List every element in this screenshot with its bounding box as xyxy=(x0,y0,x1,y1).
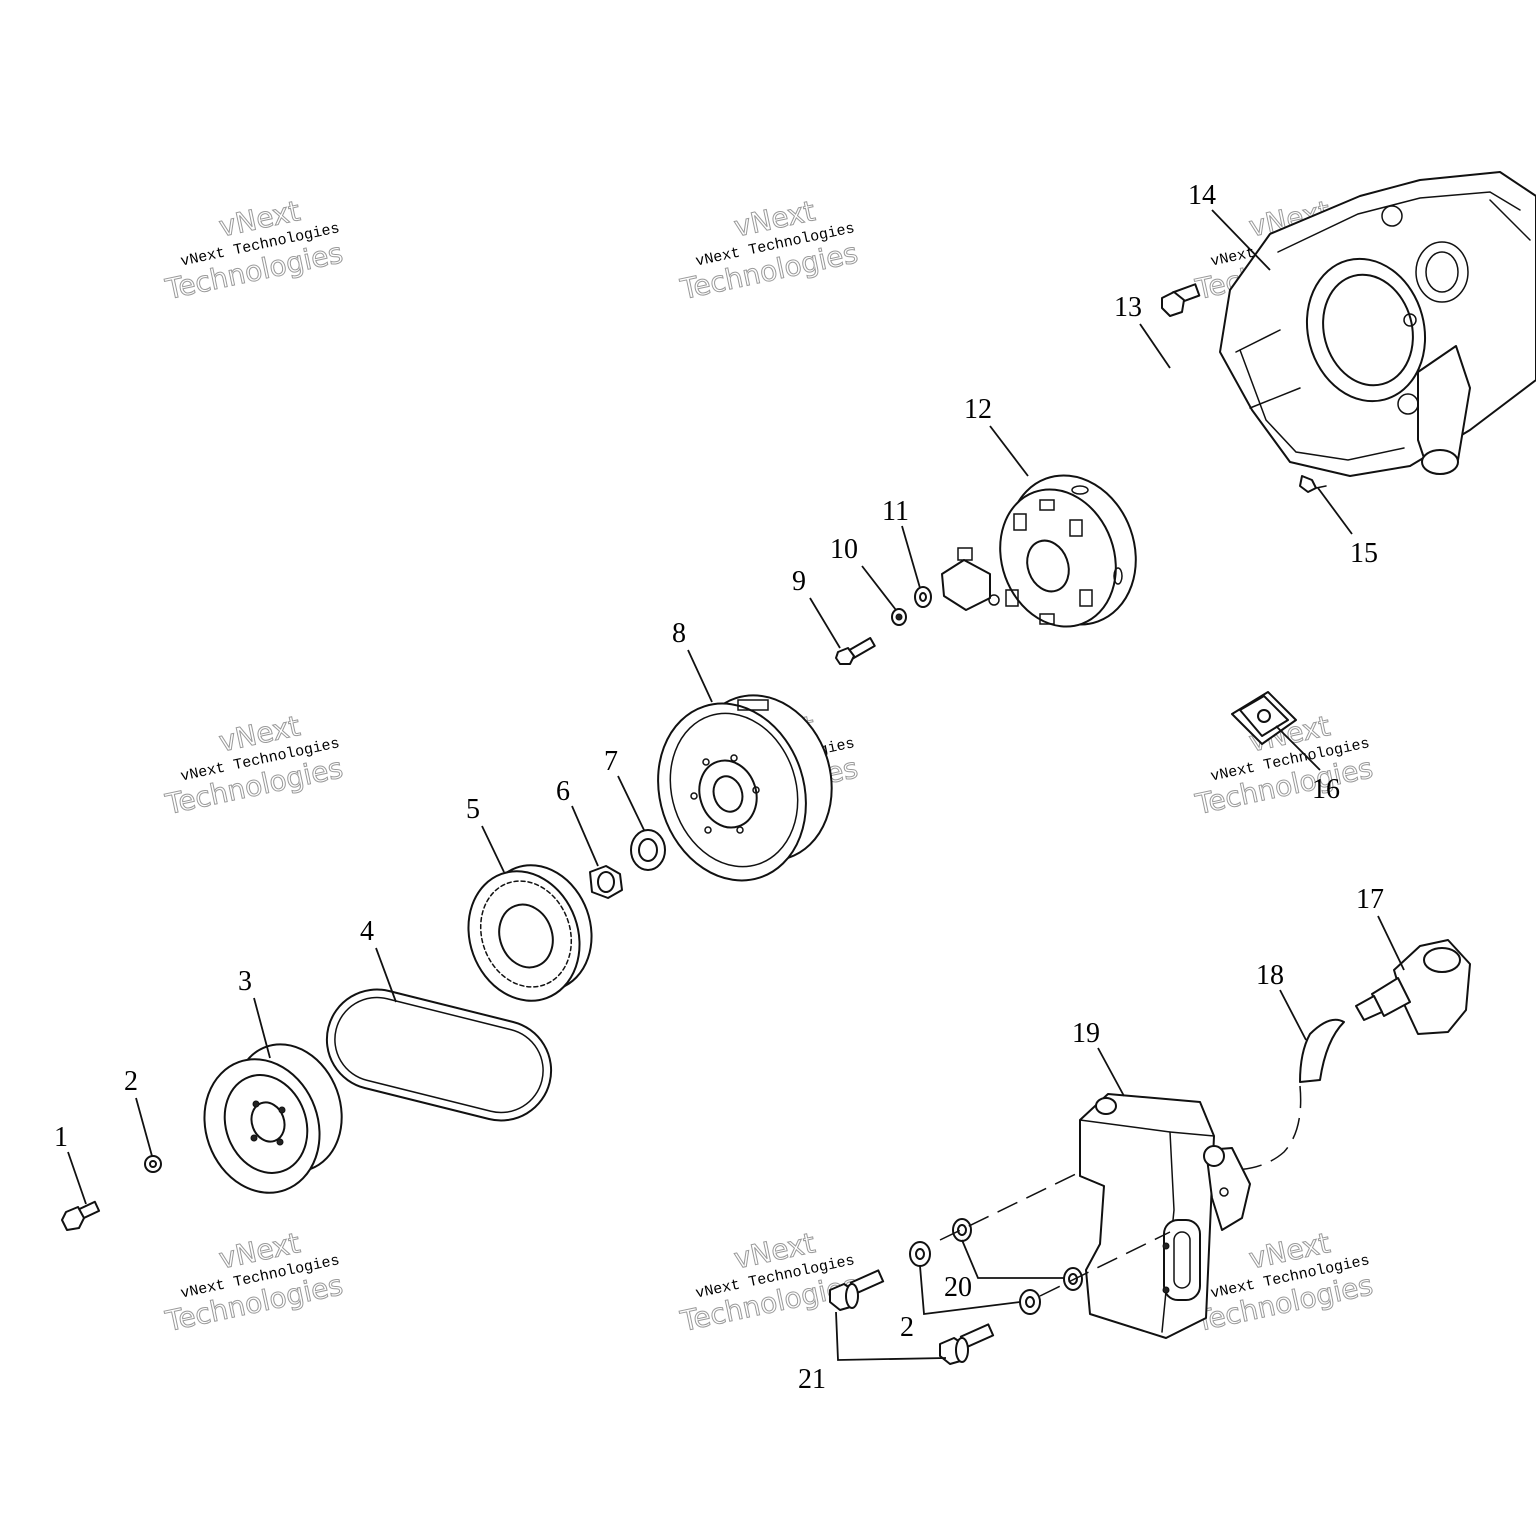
callout-9: 9 xyxy=(792,566,806,597)
watermark-tm: vNext vNext Technologies Technologies xyxy=(676,194,861,307)
part-washer-11 xyxy=(914,586,932,608)
watermark-bm: vNext vNext Technologies Technologies xyxy=(676,1226,861,1339)
callout-13: 13 xyxy=(1114,292,1142,323)
part-washers-20 xyxy=(952,1218,1083,1291)
callout-2-second: 2 xyxy=(900,1312,914,1343)
watermark-ml: vNext vNext Technologies Technologies xyxy=(161,709,346,822)
watermark-tl: vNext vNext Technologies Technologies xyxy=(161,194,346,307)
leader-lines xyxy=(67,209,1405,1361)
callout-21: 21 xyxy=(798,1364,826,1395)
watermark-br: vNext vNext Technologies Technologies xyxy=(1191,1226,1376,1339)
callout-4: 4 xyxy=(360,916,374,947)
part-nut-6 xyxy=(589,865,623,899)
part-clip-15 xyxy=(1299,475,1327,493)
callout-11: 11 xyxy=(882,496,909,527)
callout-6: 6 xyxy=(556,776,570,807)
part-washer-2 xyxy=(144,1155,162,1173)
callout-3: 3 xyxy=(238,966,252,997)
assembly-centerlines xyxy=(939,1171,1171,1297)
part-pulley-3 xyxy=(203,1043,343,1194)
callout-7: 7 xyxy=(604,746,618,777)
part-coil-19 xyxy=(1079,1093,1251,1339)
callout-20: 20 xyxy=(944,1272,972,1303)
callout-8: 8 xyxy=(672,618,686,649)
part-bolt-9 xyxy=(835,637,876,665)
callout-18: 18 xyxy=(1256,960,1284,991)
part-washer-7 xyxy=(630,829,666,871)
part-bolt-1 xyxy=(61,1200,101,1231)
callout-2: 2 xyxy=(124,1066,138,1097)
part-flywheel-8 xyxy=(657,694,833,882)
callout-5: 5 xyxy=(466,794,480,825)
callout-14: 14 xyxy=(1188,180,1216,211)
part-plug-cap-17 xyxy=(1355,939,1471,1035)
callout-10: 10 xyxy=(830,534,858,565)
callout-16: 16 xyxy=(1312,774,1340,805)
part-toothed-pulley-5 xyxy=(467,864,593,1002)
callout-labels: 1 2 3 4 5 6 7 8 9 10 11 12 13 14 15 16 1… xyxy=(54,180,1384,1395)
part-cover-14 xyxy=(1219,171,1536,477)
part-belt-4 xyxy=(325,988,553,1122)
watermark-bl: vNext vNext Technologies Technologies xyxy=(161,1226,346,1339)
callout-1: 1 xyxy=(54,1122,68,1153)
callout-15: 15 xyxy=(1350,538,1378,569)
part-bolt-13 xyxy=(1161,283,1201,317)
part-stator-12 xyxy=(941,474,1137,628)
part-lead-18 xyxy=(1235,1018,1345,1171)
part-bolts-21 xyxy=(829,1269,995,1365)
callout-19: 19 xyxy=(1072,1018,1100,1049)
callout-12: 12 xyxy=(964,394,992,425)
callout-17: 17 xyxy=(1356,884,1384,915)
part-nut-10 xyxy=(891,608,907,626)
